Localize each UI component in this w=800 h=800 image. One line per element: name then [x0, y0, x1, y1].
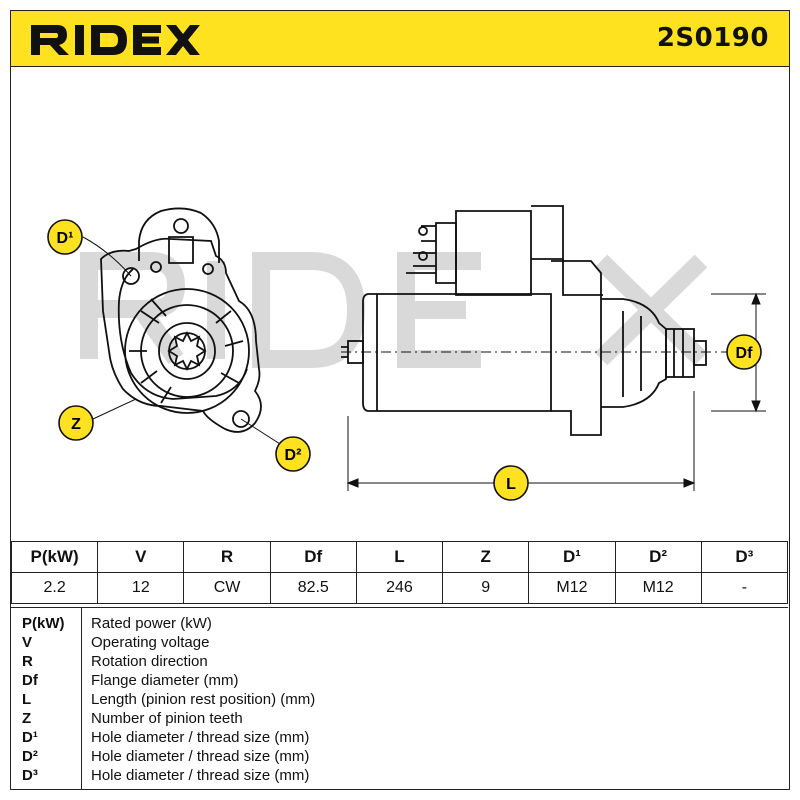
legend-code: D³ [22, 767, 38, 784]
spec-value-cell: 2.2 [10, 572, 99, 604]
legend-row: D³ Hole diameter / thread size (mm) [11, 767, 788, 786]
spec-table: P(kW) V R Df L Z D¹ D² D³ 2.2 12 CW 82.5… [10, 541, 789, 604]
spec-value-cell: - [700, 572, 789, 604]
legend-row: L Length (pinion rest position) (mm) [11, 691, 788, 710]
legend-desc: Hole diameter / thread size (mm) [91, 767, 310, 784]
spec-header-cell: D¹ [528, 541, 616, 573]
legend-row: V Operating voltage [11, 634, 788, 653]
legend-row: R Rotation direction [11, 653, 788, 672]
side-view [341, 205, 731, 436]
spec-value-cell: M12 [614, 572, 702, 604]
svg-text:Df: Df [736, 345, 754, 362]
legend-desc: Flange diameter (mm) [91, 672, 239, 689]
spec-header-cell: P(kW) [10, 541, 99, 573]
spec-value-cell: 12 [97, 572, 185, 604]
legend-desc: Hole diameter / thread size (mm) [91, 748, 310, 765]
legend-desc: Operating voltage [91, 634, 210, 651]
spec-value-row: 2.2 12 CW 82.5 246 9 M12 M12 - [10, 572, 789, 604]
svg-text:Z: Z [71, 416, 81, 433]
ridex-watermark [80, 252, 708, 368]
spec-header-cell: Z [442, 541, 530, 573]
spec-header-cell: D³ [700, 541, 789, 573]
legend-code: L [22, 691, 32, 708]
legend-code: Z [22, 710, 32, 727]
spec-value-cell: M12 [528, 572, 616, 604]
front-view [100, 207, 262, 433]
callout-z: Z [58, 405, 94, 441]
spec-header-cell: D² [614, 541, 702, 573]
callout-d2: D² [275, 436, 311, 472]
callout-df: Df [726, 334, 762, 370]
header-bar: 2S0190 [11, 11, 789, 67]
legend-code: V [22, 634, 33, 651]
legend-desc: Hole diameter / thread size (mm) [91, 729, 310, 746]
technical-drawing: D¹ Z D² Df L [47, 205, 766, 501]
callout-d1: D¹ [47, 219, 83, 255]
spec-header-cell: R [183, 541, 271, 573]
ridex-logo [31, 25, 200, 55]
part-number: 2S0190 [656, 23, 769, 53]
spec-header-row: P(kW) V R Df L Z D¹ D² D³ [10, 541, 789, 573]
spec-value-cell: 246 [355, 572, 444, 604]
spec-header-cell: Df [269, 541, 357, 573]
legend-row: Z Number of pinion teeth [11, 710, 788, 729]
svg-text:D¹: D¹ [57, 230, 74, 247]
legend-row: Df Flange diameter (mm) [11, 672, 788, 691]
spec-header-cell: V [97, 541, 185, 573]
legend-divider [81, 608, 82, 790]
legend-desc: Number of pinion teeth [91, 710, 243, 727]
legend-row: P(kW) Rated power (kW) [11, 615, 788, 634]
spec-value-cell: 9 [442, 572, 530, 604]
legend-code: P(kW) [22, 615, 65, 632]
legend-code: Df [22, 672, 38, 689]
legend: P(kW) Rated power (kW) V Operating volta… [11, 607, 788, 790]
legend-desc: Length (pinion rest position) (mm) [91, 691, 316, 708]
svg-text:L: L [506, 476, 516, 493]
legend-desc: Rotation direction [91, 653, 208, 670]
legend-code: R [22, 653, 33, 670]
svg-text:D²: D² [285, 447, 302, 464]
spec-header-cell: L [355, 541, 444, 573]
legend-code: D² [22, 748, 38, 765]
legend-row: D² Hole diameter / thread size (mm) [11, 748, 788, 767]
datasheet: 2S0190 [10, 10, 790, 790]
legend-row: D¹ Hole diameter / thread size (mm) [11, 729, 788, 748]
spec-value-cell: CW [183, 572, 271, 604]
legend-desc: Rated power (kW) [91, 615, 212, 632]
callout-l: L [493, 465, 529, 501]
legend-code: D¹ [22, 729, 38, 746]
spec-value-cell: 82.5 [269, 572, 357, 604]
